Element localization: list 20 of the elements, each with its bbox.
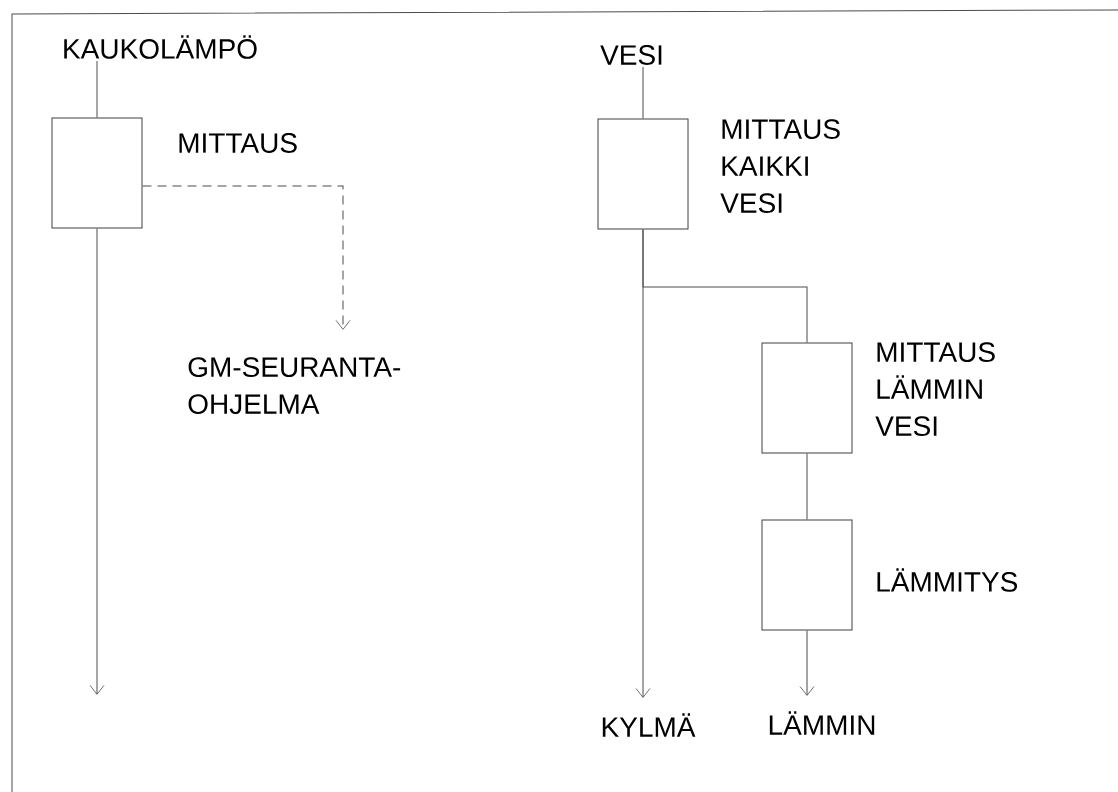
meter-box: LÄMMITYS <box>761 519 1018 631</box>
node-label: LÄMMITYS <box>877 568 1018 592</box>
flow-label: LÄMMIN <box>769 711 875 735</box>
meter-box: MITTAUS KAIKKI VESI <box>597 118 840 230</box>
meter-box: MITTAUS LÄMMIN VESI <box>761 342 995 454</box>
connector-line <box>806 453 808 520</box>
flow-label: VESI <box>600 45 662 65</box>
node-label: MITTAUS <box>179 133 297 153</box>
flow-label: KYLMÄ <box>602 713 696 737</box>
connector-line <box>642 66 644 119</box>
dashed-arrow <box>142 185 351 330</box>
flow-label: KAUKOLÄMPÖ <box>64 35 257 59</box>
node-label: MITTAUS LÄMMIN VESI <box>875 342 995 437</box>
connector-line <box>642 229 808 343</box>
arrow <box>799 630 815 696</box>
meter-box: MITTAUS <box>51 117 297 229</box>
node-label: MITTAUS KAIKKI VESI <box>720 119 840 214</box>
arrow <box>89 228 105 695</box>
flow-label: GM-SEURANTA-OHJELMA <box>188 357 401 414</box>
connector-line <box>96 60 98 118</box>
